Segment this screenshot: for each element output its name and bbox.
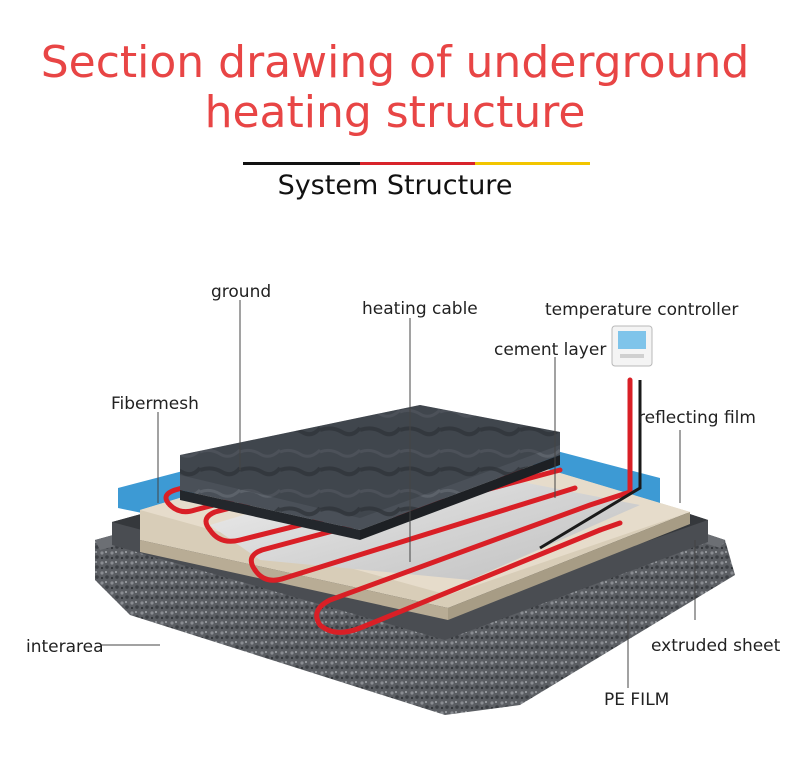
divider-yellow [475, 162, 590, 165]
heating-cable-return [539, 380, 642, 550]
label-ground: ground [211, 282, 272, 302]
label-cement-layer: cement layer [494, 340, 607, 360]
label-heating-cable: heating cable [362, 299, 478, 319]
subtitle: System Structure [277, 170, 513, 201]
title-line-2: heating structure [204, 87, 586, 138]
title-line-1: Section drawing of underground [40, 37, 750, 88]
divider-red [360, 162, 475, 165]
label-reflecting-film: reflecting film [638, 408, 756, 428]
label-temperature-controller: temperature controller [545, 300, 739, 320]
temperature-controller-device [611, 325, 653, 367]
heating-cable [163, 377, 633, 635]
label-interarea: interarea [26, 637, 104, 657]
leader-lines [100, 300, 696, 688]
page-title: Section drawing of underground heating s… [0, 38, 790, 138]
ground-tile-layer [180, 405, 560, 540]
label-pe-film: PE FILM [604, 690, 670, 710]
divider-black [243, 162, 360, 165]
label-fibermesh: Fibermesh [111, 394, 199, 414]
reflecting-film-layer [210, 462, 640, 580]
label-extruded-sheet: extruded sheet [651, 636, 781, 656]
